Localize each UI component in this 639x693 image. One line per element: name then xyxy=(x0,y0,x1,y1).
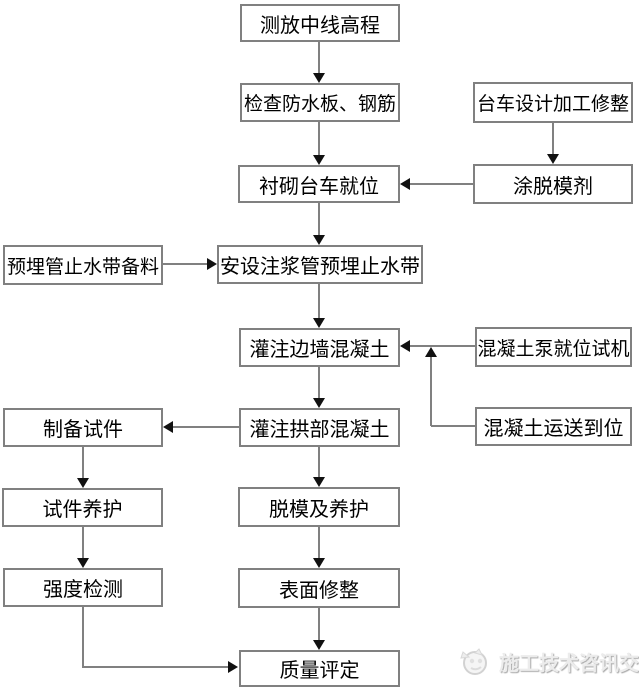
arrowhead-down-icon xyxy=(313,558,325,568)
node-quality-assessment: 质量评定 xyxy=(239,650,400,687)
edge-grouting-to-sidewall-line xyxy=(318,284,320,319)
node-concrete-delivery: 混凝土运送到位 xyxy=(475,407,632,446)
edge-delivery-elbow-vline xyxy=(430,357,432,426)
arrowhead-down-icon xyxy=(313,477,325,487)
arrowhead-left-icon xyxy=(163,421,173,433)
edge-survey-to-check-line xyxy=(318,42,320,74)
node-survey-centerline: 测放中线高程 xyxy=(240,4,400,42)
arrowhead-down-icon xyxy=(313,640,325,650)
arrowhead-down-icon xyxy=(77,478,89,488)
arrowhead-left-icon xyxy=(400,340,410,352)
edge-delivery-elbow-hline xyxy=(431,425,475,427)
node-trolley-design: 台车设计加工修整 xyxy=(473,82,633,123)
arrowhead-down-icon xyxy=(313,318,325,328)
arrowhead-down-icon xyxy=(313,73,325,83)
node-pour-sidewall-concrete: 灌注边墙混凝土 xyxy=(239,328,400,367)
edge-agent-to-trolley-line xyxy=(410,183,473,185)
node-strength-test: 强度检测 xyxy=(3,568,163,607)
edge-arch-to-specimen-line xyxy=(173,426,239,428)
node-surface-finishing: 表面修整 xyxy=(238,568,400,608)
edge-material-to-grouting-line xyxy=(163,263,207,265)
node-release-agent: 涂脱模剂 xyxy=(473,164,633,204)
edge-demould-to-surface-line xyxy=(318,527,320,559)
arrowhead-left-icon xyxy=(400,178,410,190)
edge-design-to-agent-line xyxy=(552,123,554,155)
arrowhead-right-icon xyxy=(228,661,238,673)
edge-strength-elbow-hline xyxy=(82,666,228,668)
watermark-text: 施工技术咨讯交流 xyxy=(499,652,639,675)
arrowhead-up-icon xyxy=(425,347,437,357)
arrowhead-down-icon xyxy=(313,398,325,408)
arrowhead-down-icon xyxy=(313,155,325,165)
node-embedded-pipe-material: 预埋管止水带备料 xyxy=(3,245,163,285)
arrowhead-right-icon xyxy=(207,258,217,270)
node-pour-arch-concrete: 灌注拱部混凝土 xyxy=(239,408,400,447)
node-check-waterproof-rebar: 检查防水板、钢筋 xyxy=(240,83,400,122)
edge-pump-to-sidewall-line xyxy=(410,345,475,347)
node-demould-curing: 脱模及养护 xyxy=(238,487,400,527)
watermark: 施工技术咨讯交流 xyxy=(453,644,639,678)
node-concrete-pump-test: 混凝土泵就位试机 xyxy=(475,327,632,367)
arrowhead-down-icon xyxy=(547,154,559,164)
mascot-logo-icon xyxy=(460,648,487,675)
node-specimen-curing: 试件养护 xyxy=(2,488,163,527)
arrowhead-down-icon xyxy=(313,235,325,245)
edge-surface-to-quality-line xyxy=(318,608,320,641)
edge-sidewall-to-arch-line xyxy=(318,367,320,399)
node-prepare-specimen: 制备试件 xyxy=(3,408,163,447)
edge-strength-elbow-vline xyxy=(82,607,84,668)
edge-check-to-trolley-line xyxy=(318,122,320,156)
edge-arch-to-demould-line xyxy=(318,447,320,478)
edge-trolley-to-grouting-line xyxy=(318,203,320,236)
edge-curing-to-strength-line xyxy=(82,527,84,559)
node-install-grouting-pipe: 安设注浆管预埋止水带 xyxy=(217,245,423,284)
node-lining-trolley-position: 衬砌台车就位 xyxy=(238,165,400,203)
arrowhead-down-icon xyxy=(77,558,89,568)
edge-prepare-to-curing-line xyxy=(82,447,84,479)
